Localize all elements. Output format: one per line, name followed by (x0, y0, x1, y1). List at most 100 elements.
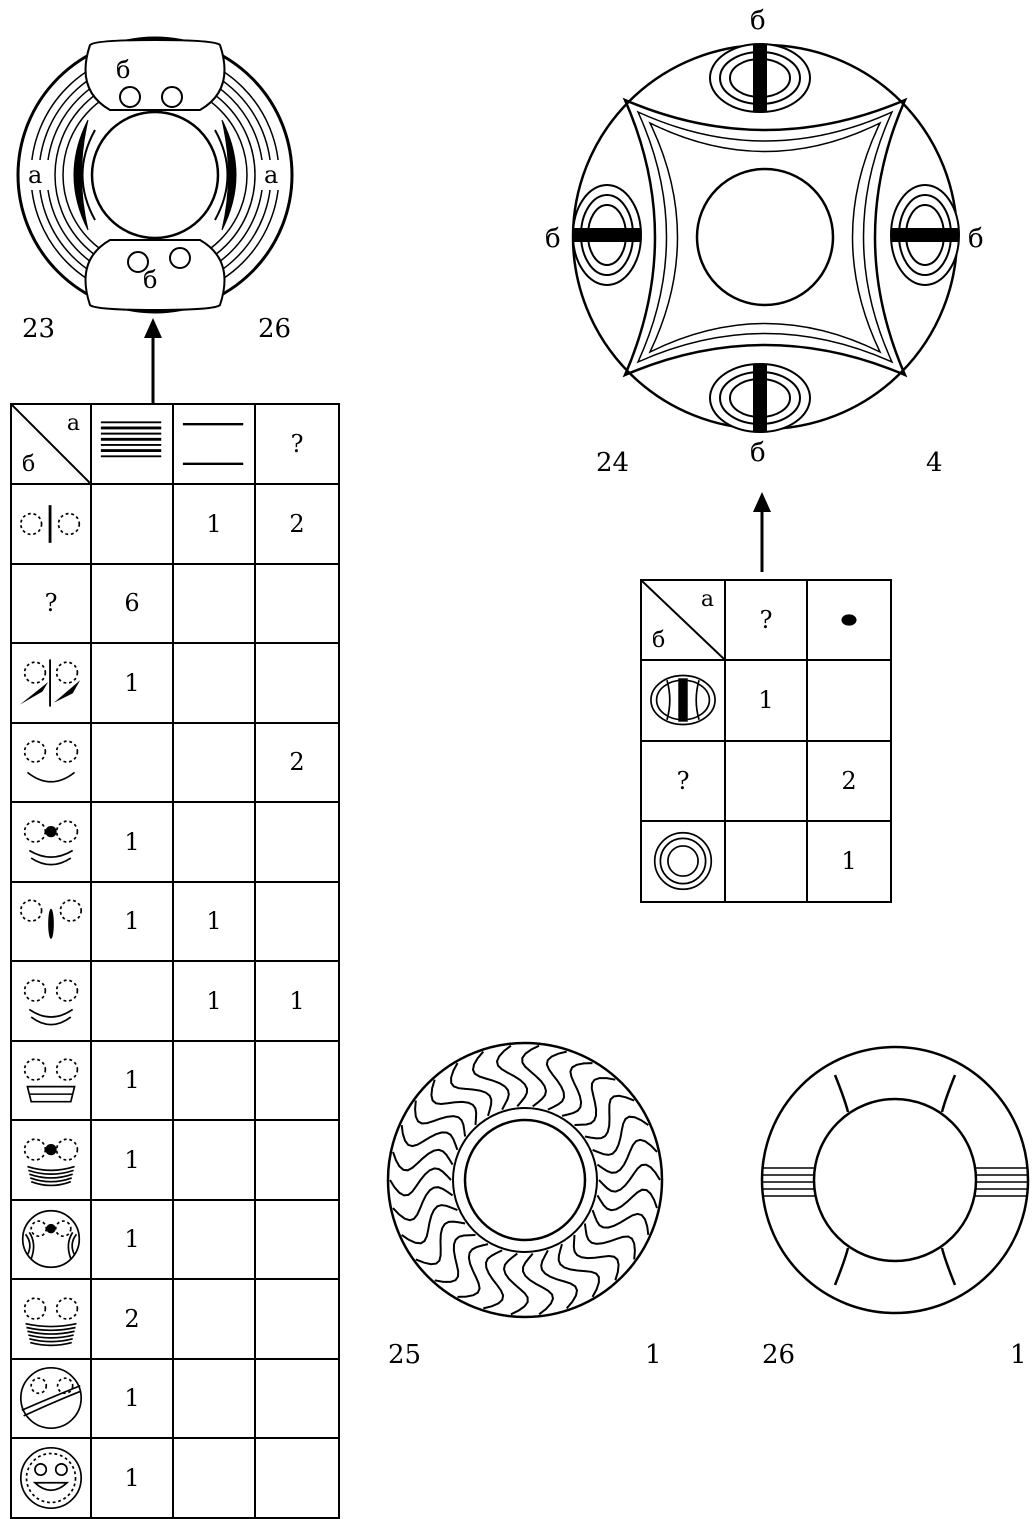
left-table-cell (173, 723, 255, 803)
wave-ray (390, 1168, 451, 1195)
left-table-cell (173, 1200, 255, 1280)
figure-24-drawing (573, 44, 959, 432)
figure-24-label-right: 4 (926, 450, 943, 476)
left-table-corner-a: а (67, 411, 80, 436)
circle-diagonal-icon (11, 1359, 91, 1439)
figure-26-label-right: 1 (1010, 1342, 1027, 1368)
left-table-cell (173, 1359, 255, 1439)
left-table-cell (255, 1279, 339, 1359)
figure-24-zone-b-left: б (545, 226, 561, 252)
circle-face-dot-icon (11, 1200, 91, 1280)
wave-ray (483, 1250, 503, 1308)
left-table-row: 1 (11, 1359, 339, 1439)
left-table-cell (255, 1438, 339, 1518)
left-table-row: 11 (11, 882, 339, 962)
left-table-cell (255, 564, 339, 644)
figure-23-zone-a-left: а (28, 163, 42, 187)
oval-stripes-icon (641, 660, 725, 741)
left-table-cell: 1 (91, 1359, 173, 1439)
right-table-header-dot-icon (807, 580, 891, 660)
wave-ray (585, 1224, 635, 1260)
left-table-cell (173, 1041, 255, 1121)
arrow-to-figure-24 (753, 492, 771, 572)
wave-ray (393, 1150, 453, 1171)
right-table-corner-b: б (652, 628, 665, 653)
left-table-cell (255, 1359, 339, 1439)
left-table-cell: 1 (91, 802, 173, 882)
wave-ray (451, 1063, 491, 1116)
left-table-cell: 1 (173, 961, 255, 1041)
left-table-row-label: ? (11, 564, 91, 644)
left-table-header-label: ? (255, 404, 339, 484)
left-table-cell (255, 643, 339, 723)
left-table-cell: 1 (173, 882, 255, 962)
wave-ray (497, 1046, 527, 1107)
arrow-to-figure-23 (144, 318, 162, 405)
left-table-cell (173, 1120, 255, 1200)
left-table-cell (255, 802, 339, 882)
left-table-row: ?6 (11, 564, 339, 644)
left-table-cell: 1 (91, 1200, 173, 1280)
figure-24-zone-b-top: б (750, 8, 766, 34)
right-table-cell: 1 (807, 821, 891, 902)
left-table-row: 1 (11, 802, 339, 882)
right-table-corner-cell: аб (641, 580, 725, 660)
wave-ray (522, 1046, 546, 1107)
wave-ray (504, 1254, 528, 1315)
face-band-icon (11, 1041, 91, 1121)
face-smile-icon (11, 723, 91, 803)
wave-ray (597, 1190, 657, 1211)
right-table-corner-a: а (701, 587, 714, 612)
right-table-row: 1 (641, 821, 891, 902)
right-table-row: 1 (641, 660, 891, 741)
left-table-row: 1 (11, 1438, 339, 1518)
left-table-cell: 1 (91, 1041, 173, 1121)
right-table-cell: 2 (807, 741, 891, 822)
wave-ray (599, 1165, 660, 1192)
wave-ray (415, 1101, 465, 1137)
figure-23-label-right: 26 (258, 316, 291, 342)
left-table-row: 11 (11, 961, 339, 1041)
left-table-cell: 2 (91, 1279, 173, 1359)
left-table: аб?12?61211111111211 (10, 403, 340, 1519)
face-slash-icon (11, 643, 91, 723)
figure-26-label-left: 26 (762, 1342, 795, 1368)
wave-ray (593, 1117, 649, 1155)
left-table-cell (91, 484, 173, 564)
left-table-corner-b: б (22, 452, 35, 477)
wave-ray (597, 1140, 657, 1173)
figure-24-zone-b-bottom: б (750, 440, 766, 466)
face-dot-bands-icon (11, 1120, 91, 1200)
wave-ray (393, 1187, 453, 1220)
left-table-row: 1 (11, 1200, 339, 1280)
face-divider-icon (11, 484, 91, 564)
face-ellipse-icon (11, 882, 91, 962)
left-table-cell (173, 802, 255, 882)
wave-ray (458, 1244, 489, 1297)
wave-ray (547, 1052, 567, 1110)
left-table-header-lines-thick-icon (91, 404, 173, 484)
face-double-smile-icon (11, 961, 91, 1041)
right-table-header-label: ? (725, 580, 807, 660)
left-table-cell (91, 961, 173, 1041)
left-table-row: 2 (11, 723, 339, 803)
wave-ray (562, 1063, 593, 1116)
left-table-cell: 2 (255, 484, 339, 564)
left-table-corner-cell: аб (11, 404, 91, 484)
left-table-cell (255, 1041, 339, 1121)
face-many-bands-icon (11, 1279, 91, 1359)
left-table-cell (173, 564, 255, 644)
wave-ray (402, 1205, 458, 1243)
left-table-cell (255, 882, 339, 962)
left-table-cell: 6 (91, 564, 173, 644)
left-table-cell (255, 1200, 339, 1280)
left-table-cell (173, 1279, 255, 1359)
double-ring-icon (641, 821, 725, 902)
circle-smiley-icon (11, 1438, 91, 1518)
left-table-cell: 2 (255, 723, 339, 803)
left-table-cell (173, 643, 255, 723)
right-table-cell (807, 660, 891, 741)
left-table-row: 2 (11, 1279, 339, 1359)
figure-26-drawing (762, 1047, 1028, 1313)
